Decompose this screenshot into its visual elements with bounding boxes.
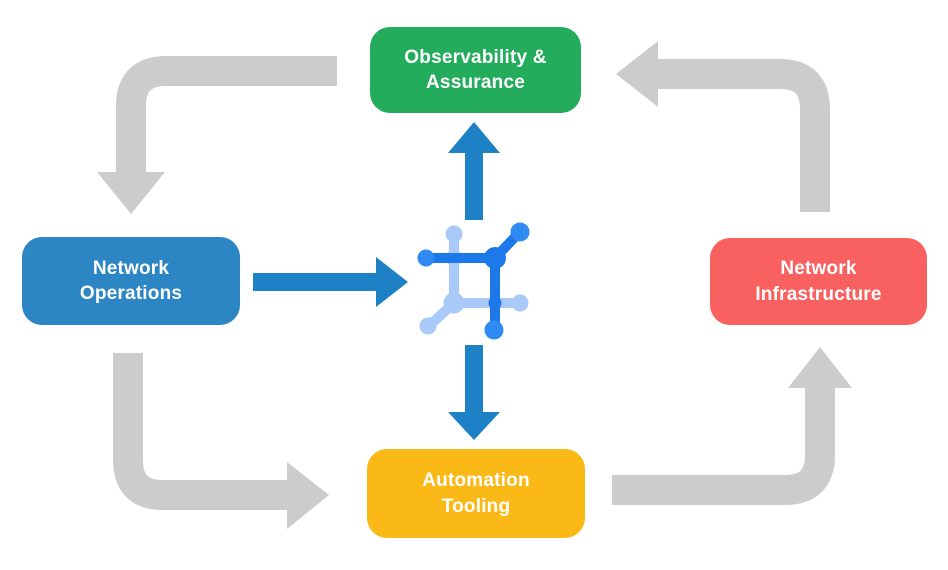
- arrow-operations-to-center: [253, 257, 408, 307]
- node-label-line: Tooling: [441, 495, 511, 517]
- node-label-line: Automation: [422, 470, 530, 492]
- node-label-line: Assurance: [426, 72, 525, 93]
- arrow-operations-to-automation: [113, 353, 329, 529]
- node-label-line: Infrastructure: [755, 283, 882, 305]
- node-label-line: Network: [92, 257, 170, 279]
- arrow-automation-to-infrastructure: [612, 347, 852, 505]
- node-label-line: Network: [780, 258, 857, 280]
- node-network-infrastructure: Network Infrastructure: [710, 238, 927, 325]
- node-label-line: Observability &: [404, 46, 547, 68]
- node-label-line: Operations: [79, 283, 183, 304]
- node-network-operations: Network Operations: [22, 237, 240, 325]
- node-observability-assurance: Observability & Assurance: [370, 27, 581, 113]
- arrow-center-to-observability: [448, 122, 500, 220]
- node-automation-tooling: Automation Tooling: [367, 449, 585, 538]
- arrow-observability-to-operations: [97, 56, 337, 214]
- mesh-network-icon: [417, 222, 530, 340]
- arrow-center-to-automation: [448, 345, 500, 440]
- arrow-infrastructure-to-observability: [616, 41, 830, 212]
